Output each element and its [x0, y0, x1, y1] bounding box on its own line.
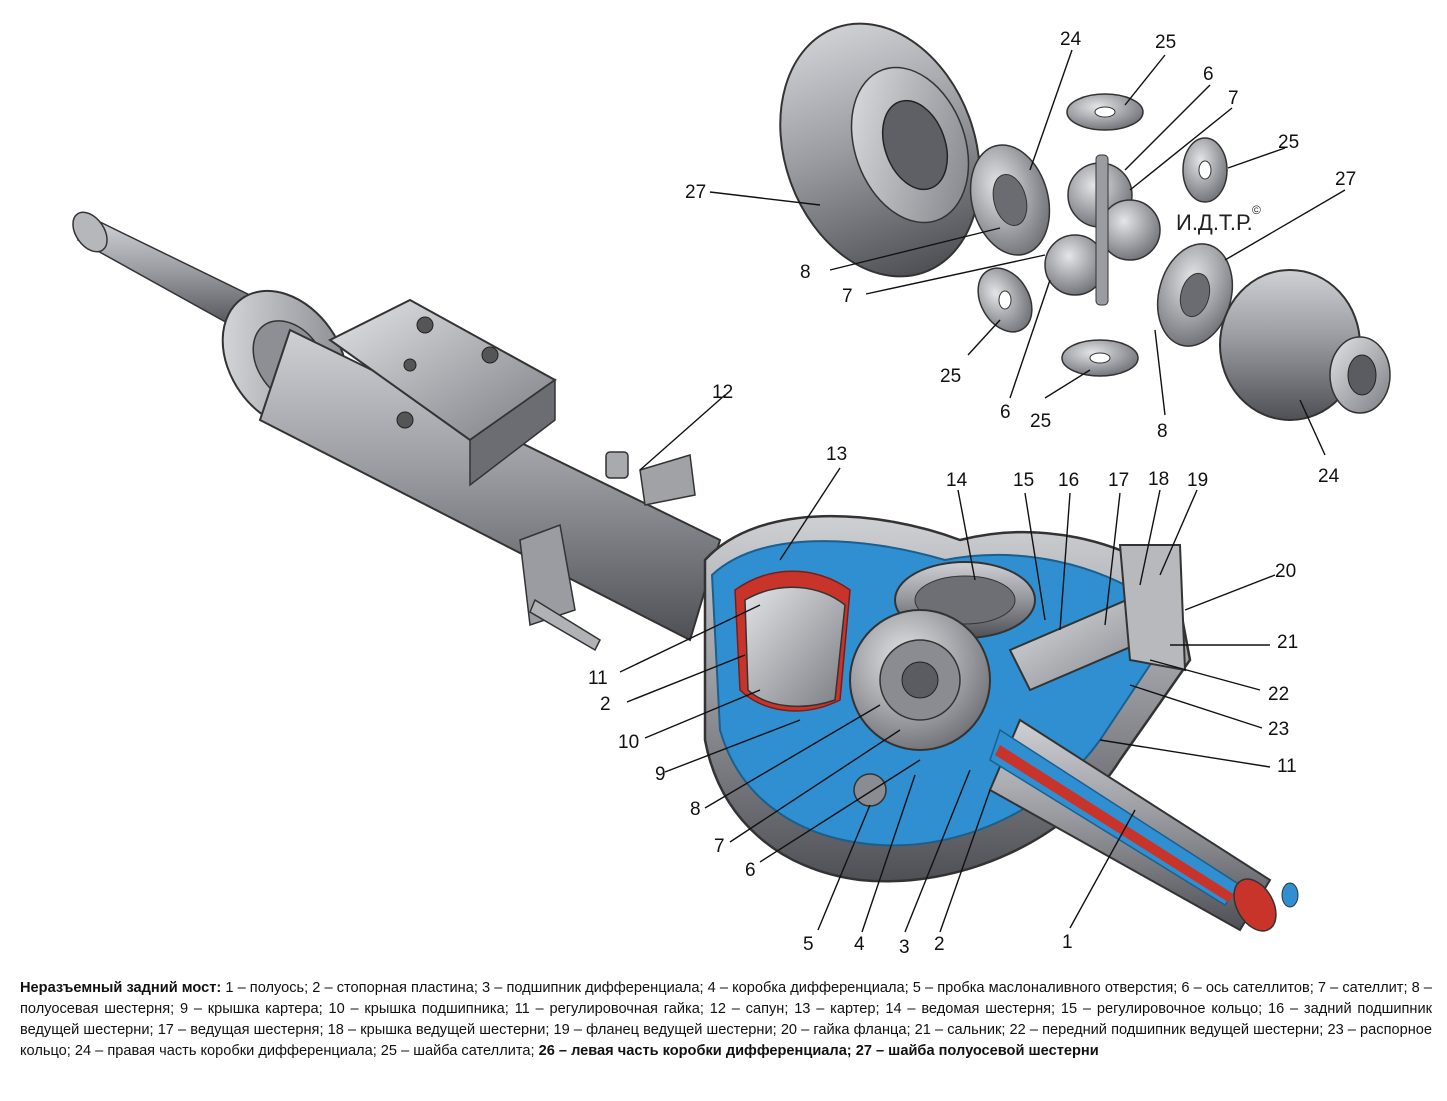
- callout-17: 17: [1108, 470, 1129, 491]
- callout-12: 12: [712, 382, 733, 403]
- caption-body: 1 – полуось; 2 – стопорная пластина; 3 –…: [20, 980, 1432, 1059]
- callout-8-lower: 8: [690, 799, 701, 820]
- callout-6-top: 6: [1203, 64, 1214, 85]
- callout-25-right: 25: [1278, 132, 1299, 153]
- callout-27-right: 27: [1335, 169, 1356, 190]
- callout-15: 15: [1013, 470, 1034, 491]
- callout-16: 16: [1058, 470, 1079, 491]
- callout-11-right: 11: [1277, 756, 1297, 777]
- callout-1: 1: [1062, 932, 1073, 953]
- callout-7-upper: 7: [842, 286, 853, 307]
- callout-8-right: 8: [1157, 421, 1168, 442]
- right-case-half: [1219, 269, 1391, 421]
- figure-caption: Неразъемный задний мост: 1 – полуось; 2 …: [20, 978, 1432, 1062]
- washer-top: [1066, 93, 1144, 131]
- caption-tail: 26 – левая часть коробки дифференциала; …: [538, 1043, 1099, 1059]
- satellite-axle: [1095, 154, 1109, 306]
- rear-axle-illustration: И.Д.Т.Р. ©: [72, 22, 1391, 958]
- watermark: И.Д.Т.Р.: [1176, 210, 1253, 235]
- left-case-half: [779, 22, 981, 278]
- axle-tube-left: [72, 211, 722, 652]
- callout-7-top: 7: [1228, 88, 1239, 109]
- washer-right: [1182, 137, 1228, 203]
- callout-9: 9: [655, 764, 666, 785]
- callout-numbers: 24 25 6 7 25 27 27 8 7 25 6 25 8 24 12 1…: [588, 29, 1356, 958]
- callout-6-lower: 6: [745, 860, 756, 881]
- callout-2-bottom: 2: [934, 934, 945, 955]
- callout-13: 13: [826, 444, 847, 465]
- leader-lines: [619, 49, 1346, 933]
- side-gear-left: [969, 144, 1051, 256]
- callout-10: 10: [618, 732, 639, 753]
- callout-20: 20: [1275, 561, 1296, 582]
- axle-tube-right: [988, 718, 1299, 932]
- washer-left: [977, 267, 1033, 333]
- callout-7-lower: 7: [714, 836, 725, 857]
- callout-14: 14: [946, 470, 968, 491]
- callout-11-left: 11: [588, 668, 608, 689]
- callout-25-bottom: 25: [1030, 411, 1051, 432]
- callout-25-left: 25: [940, 366, 961, 387]
- callout-23: 23: [1268, 719, 1289, 740]
- washer-bottom: [1061, 339, 1139, 377]
- callout-5: 5: [803, 934, 814, 955]
- callout-6-mid: 6: [1000, 402, 1011, 423]
- callout-22: 22: [1268, 684, 1289, 705]
- callout-25-top: 25: [1155, 32, 1176, 53]
- callout-3: 3: [899, 937, 910, 958]
- callout-18: 18: [1148, 469, 1169, 490]
- callout-19: 19: [1187, 470, 1208, 491]
- callout-4: 4: [854, 934, 865, 955]
- side-gear-right: [1156, 243, 1234, 347]
- callout-2-left: 2: [600, 694, 611, 715]
- callout-27-top: 24: [1060, 29, 1082, 50]
- watermark-copyright: ©: [1252, 203, 1261, 217]
- callout-8-upper: 8: [800, 262, 811, 283]
- callout-26: 27: [685, 182, 706, 203]
- caption-title: Неразъемный задний мост:: [20, 980, 222, 996]
- exploded-differential: [779, 22, 1391, 421]
- callout-24: 24: [1318, 466, 1340, 487]
- pinion-gear-right: [1099, 199, 1161, 261]
- callout-21: 21: [1277, 632, 1298, 653]
